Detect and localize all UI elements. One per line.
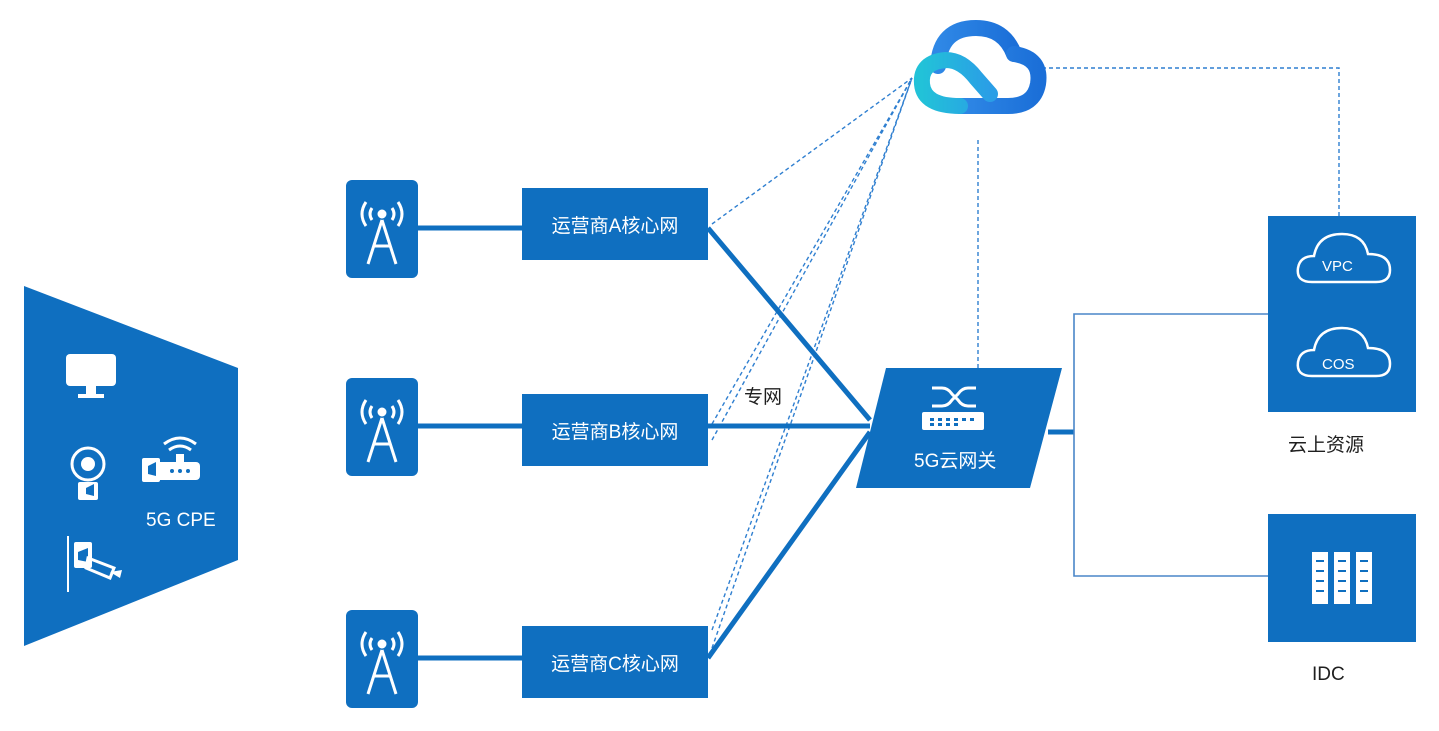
dashed-link-b2-cloud [711, 77, 913, 441]
dashed-link-cloud-vpc [1042, 67, 1340, 216]
gateway-label: 5G云网关 [914, 451, 997, 472]
tower-c [346, 610, 418, 708]
cos-cloud-icon [1296, 326, 1392, 378]
antenna-icon [360, 631, 404, 695]
antenna-icon [360, 399, 404, 463]
cos-label: COS [1322, 356, 1355, 373]
antenna-icon [360, 201, 404, 265]
server-rack-icon [1312, 552, 1372, 604]
vpc-label: VPC [1322, 258, 1353, 275]
cpe-label: 5G CPE [146, 510, 216, 531]
dashed-link-c-cloud [711, 77, 913, 649]
cloud-resources-label: 云上资源 [1288, 435, 1365, 456]
operator-core-a: 运营商A核心网 [522, 188, 708, 260]
link-switch-cloud [1073, 313, 1268, 577]
wifi-router-icon [142, 436, 200, 482]
idc-label: IDC [1312, 664, 1345, 685]
cctv-camera-icon [67, 536, 122, 592]
dashed-link-a-cloud [711, 77, 913, 225]
device-panel [24, 286, 238, 646]
link-a-gateway [706, 226, 872, 422]
cloud-resources-box [1268, 216, 1416, 412]
private-network-label: 专网 [744, 387, 783, 408]
switch-gateway-icon [922, 386, 984, 430]
operator-core-c: 运营商C核心网 [522, 626, 708, 698]
tencent-cloud-logo [913, 20, 1047, 114]
camera-icon [70, 446, 106, 500]
link-c-gateway [705, 430, 873, 660]
dashed-link-b-cloud [711, 77, 913, 425]
tower-a [346, 180, 418, 278]
vpc-cloud-icon [1296, 232, 1392, 284]
operator-core-b: 运营商B核心网 [522, 394, 708, 466]
tower-b [346, 378, 418, 476]
monitor-icon [66, 354, 116, 398]
